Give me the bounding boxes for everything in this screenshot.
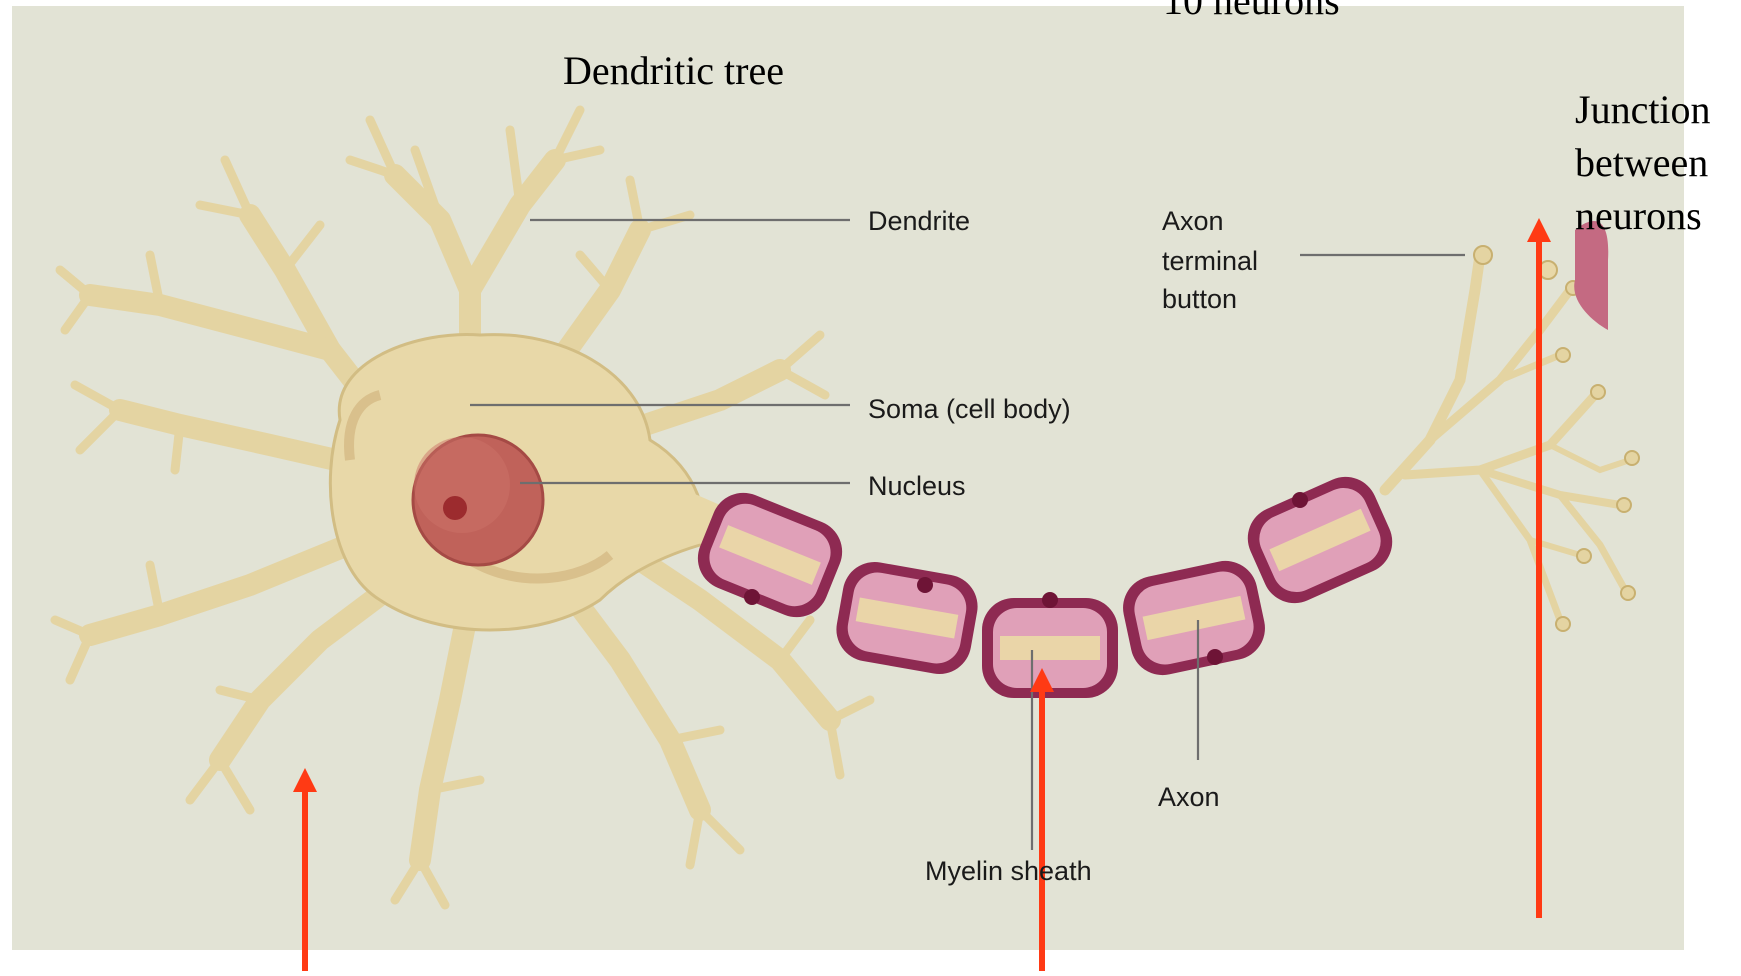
nucleolus <box>443 496 467 520</box>
soma-label: Soma (cell body) <box>868 394 1071 424</box>
junction-label-line2: between <box>1575 140 1708 185</box>
myelin-sheath-label: Myelin sheath <box>925 856 1092 886</box>
dendrite-label: Dendrite <box>868 206 970 236</box>
axon-terminal-label-line1: Axon <box>1162 206 1224 236</box>
junction-label-line3: neurons <box>1575 193 1702 238</box>
axon-terminal-label-line3: button <box>1162 284 1237 314</box>
axon-label: Axon <box>1158 782 1220 812</box>
axon-terminal-button <box>1474 246 1492 264</box>
dendritic-tree-title: Dendritic tree <box>563 48 784 93</box>
junction-label-line1: Junction <box>1575 87 1711 132</box>
top-text-fragment: 10 neurons <box>1163 0 1340 23</box>
nucleus-label: Nucleus <box>868 471 966 501</box>
axon-terminal-label-line2: terminal <box>1162 246 1258 276</box>
diagram-panel <box>12 6 1684 950</box>
